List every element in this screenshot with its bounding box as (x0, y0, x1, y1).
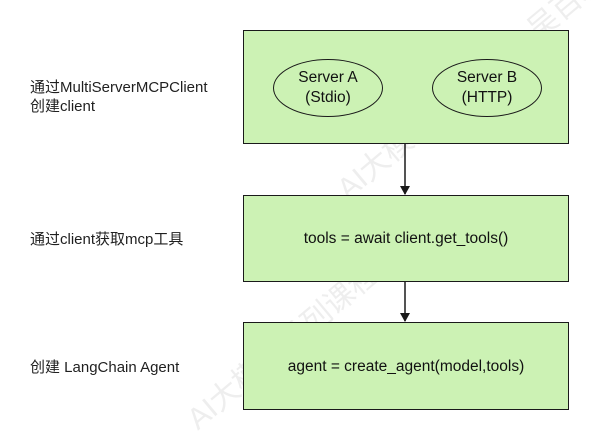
server-a-name: Server A (298, 69, 358, 86)
create-agent-box: agent = create_agent(model,tools) (243, 322, 569, 410)
step3-label-line1: 创建 LangChain Agent (30, 359, 180, 376)
server-a-node: Server A (Stdio) (273, 59, 383, 117)
step3-label: 创建 LangChain Agent (30, 358, 179, 377)
step1-label: 通过MultiServerMCPClient 创建client (30, 78, 208, 116)
server-a-transport: (Stdio) (305, 89, 351, 106)
server-b-node: Server B (HTTP) (432, 59, 542, 117)
server-b-name: Server B (456, 69, 518, 86)
get-tools-box: tools = await client.get_tools() (243, 195, 569, 282)
step2-label: 通过client获取mcp工具 (30, 230, 183, 249)
step2-label-line1: 通过client获取mcp工具 (30, 231, 184, 248)
server-b-transport: (HTTP) (461, 89, 513, 106)
step1-label-line1: 通过MultiServerMCPClient (30, 79, 208, 96)
client-box: Server A (Stdio) Server B (HTTP) (243, 30, 569, 144)
create-agent-code: agent = create_agent(model,tools) (287, 358, 525, 375)
step1-label-line2: 创建client (30, 98, 96, 115)
get-tools-code: tools = await client.get_tools() (303, 230, 509, 247)
